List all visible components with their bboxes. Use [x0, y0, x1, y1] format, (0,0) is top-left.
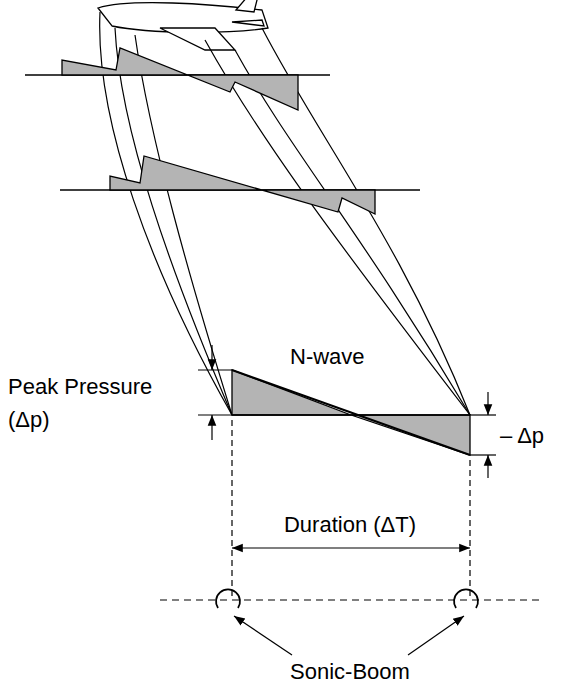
callout-label: Sonic-Boom	[280, 655, 420, 688]
n-wave	[232, 370, 470, 455]
ground	[160, 589, 540, 655]
dimension-label: Duration (ΔT)	[265, 508, 435, 541]
dimension-label: Peak Pressure (Δp)	[8, 370, 173, 436]
dimension-lines	[198, 345, 496, 600]
dimension-label: – Δp	[500, 419, 574, 452]
wave-label: N-wave	[290, 340, 400, 373]
aircraft	[98, 0, 268, 50]
developing-wave	[25, 48, 420, 214]
